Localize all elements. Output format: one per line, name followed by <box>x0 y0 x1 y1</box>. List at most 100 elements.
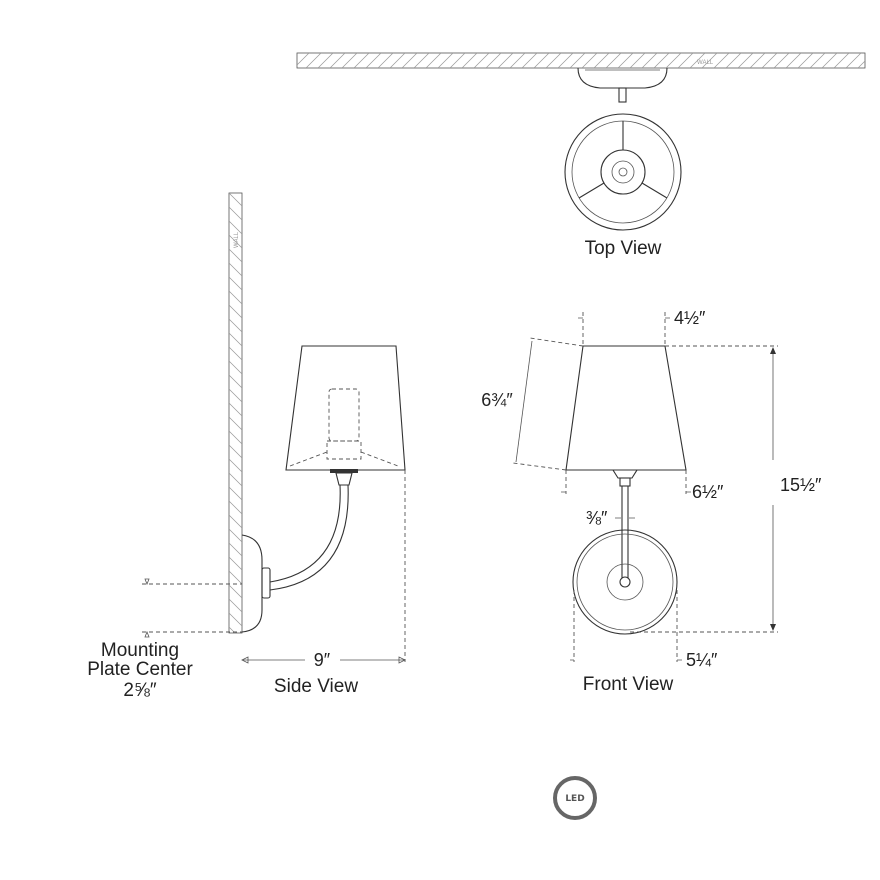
hatch-line <box>229 402 242 417</box>
mounting-center-value: 2⅝″ <box>123 680 156 701</box>
hatch-line <box>229 458 242 473</box>
hatch-line <box>557 53 574 68</box>
hatch-line <box>341 53 358 68</box>
led-badge-ring <box>553 776 597 820</box>
hatch-line <box>857 60 865 68</box>
hatch-line <box>229 234 242 249</box>
led-badge-label: LED <box>565 794 584 804</box>
hatch-line <box>461 53 478 68</box>
hatch-line <box>229 220 242 235</box>
hatch-line <box>809 53 826 68</box>
hatch-line <box>229 193 242 207</box>
hatch-line <box>229 346 242 361</box>
hatch-line <box>641 53 658 68</box>
hatch-line <box>229 416 242 431</box>
hatch-line <box>413 53 430 68</box>
hatch-line <box>317 53 334 68</box>
hatch-line <box>401 53 418 68</box>
hatch-line <box>229 528 242 543</box>
hatch-line <box>617 53 634 68</box>
hatch-line <box>229 360 242 375</box>
hatch-line <box>229 262 242 277</box>
top-view-drawing: Top View <box>564 67 682 259</box>
side-view-title: Side View <box>274 676 358 697</box>
hatch-line <box>737 53 754 68</box>
hatch-line <box>785 53 802 68</box>
hatch-line <box>229 514 242 529</box>
front-view-title: Front View <box>583 674 674 695</box>
hatch-line <box>629 53 646 68</box>
hatch-line <box>353 53 370 68</box>
hatch-line <box>229 430 242 445</box>
hatch-line <box>509 53 526 68</box>
hatch-line <box>229 641 242 654</box>
hatch-line <box>833 53 850 68</box>
side-wall: WALL <box>228 192 243 654</box>
hatch-line <box>845 53 862 68</box>
hatch-line <box>229 500 242 515</box>
hatch-line <box>689 53 706 68</box>
hatch-line <box>229 332 242 347</box>
hatch-line <box>229 486 242 501</box>
hatch-line <box>229 388 242 403</box>
hatch-line <box>229 556 242 571</box>
hatch-line <box>229 206 242 221</box>
shade-height-dimension: 6¾″ <box>481 390 513 410</box>
mounting-label-line1: Mounting <box>101 640 179 661</box>
hatch-line <box>473 53 490 68</box>
side-view-drawing: 9″ Side View Mounting Plate Center 2⅝″ <box>87 345 406 701</box>
hatch-line <box>377 53 394 68</box>
hatch-line <box>870 53 880 68</box>
front-view-drawing: 4½″ 6½″ 6¾″ 15½″ ⅜″ 5¼″ Front View <box>481 308 822 695</box>
overall-height-dimension: 15½″ <box>780 475 822 495</box>
hatch-line <box>229 444 242 459</box>
side-depth-dimension: 9″ <box>314 650 331 670</box>
hatch-line <box>725 53 742 68</box>
hatch-line <box>533 53 550 68</box>
hatch-line <box>425 53 442 68</box>
hatch-line <box>665 53 682 68</box>
hatch-line <box>773 53 790 68</box>
hatch-line <box>297 53 298 54</box>
hatch-line <box>229 290 242 305</box>
hatch-line <box>297 53 310 66</box>
hatch-line <box>229 374 242 389</box>
hatch-line <box>581 53 598 68</box>
hatch-line <box>229 472 242 487</box>
shade-bottom-width-dimension: 6½″ <box>692 482 724 502</box>
hatch-line <box>229 248 242 263</box>
hatch-line <box>229 304 242 319</box>
hatch-line <box>437 53 454 68</box>
hatch-line <box>229 626 236 633</box>
hatch-line <box>593 53 610 68</box>
hatch-line <box>713 53 730 68</box>
mounting-label-line2: Plate Center <box>87 659 193 680</box>
hatch-line <box>365 53 382 68</box>
hatch-line <box>605 53 622 68</box>
hatch-line <box>229 542 242 557</box>
backplate-width-dimension: 5¼″ <box>686 650 718 670</box>
top-view-title: Top View <box>585 238 662 259</box>
hatch-line <box>229 612 242 627</box>
hatch-line <box>821 53 838 68</box>
hatch-line <box>653 53 670 68</box>
hatch-line <box>329 53 346 68</box>
hatch-line <box>701 53 718 68</box>
wall-label-top: WALL <box>697 60 714 66</box>
hatch-line <box>229 318 242 333</box>
hatch-line <box>229 570 242 585</box>
led-badge: LED <box>553 776 597 820</box>
hatch-line <box>797 53 814 68</box>
hatch-line <box>485 53 502 68</box>
hatch-line <box>229 276 242 291</box>
hatch-line <box>521 53 538 68</box>
top-wall: WALL <box>296 52 880 69</box>
hatch-line <box>749 53 766 68</box>
hatch-line <box>545 53 562 68</box>
shade-top-width-dimension: 4½″ <box>674 308 706 328</box>
hatch-line <box>449 53 466 68</box>
hatch-line <box>677 53 694 68</box>
hatch-line <box>497 53 514 68</box>
